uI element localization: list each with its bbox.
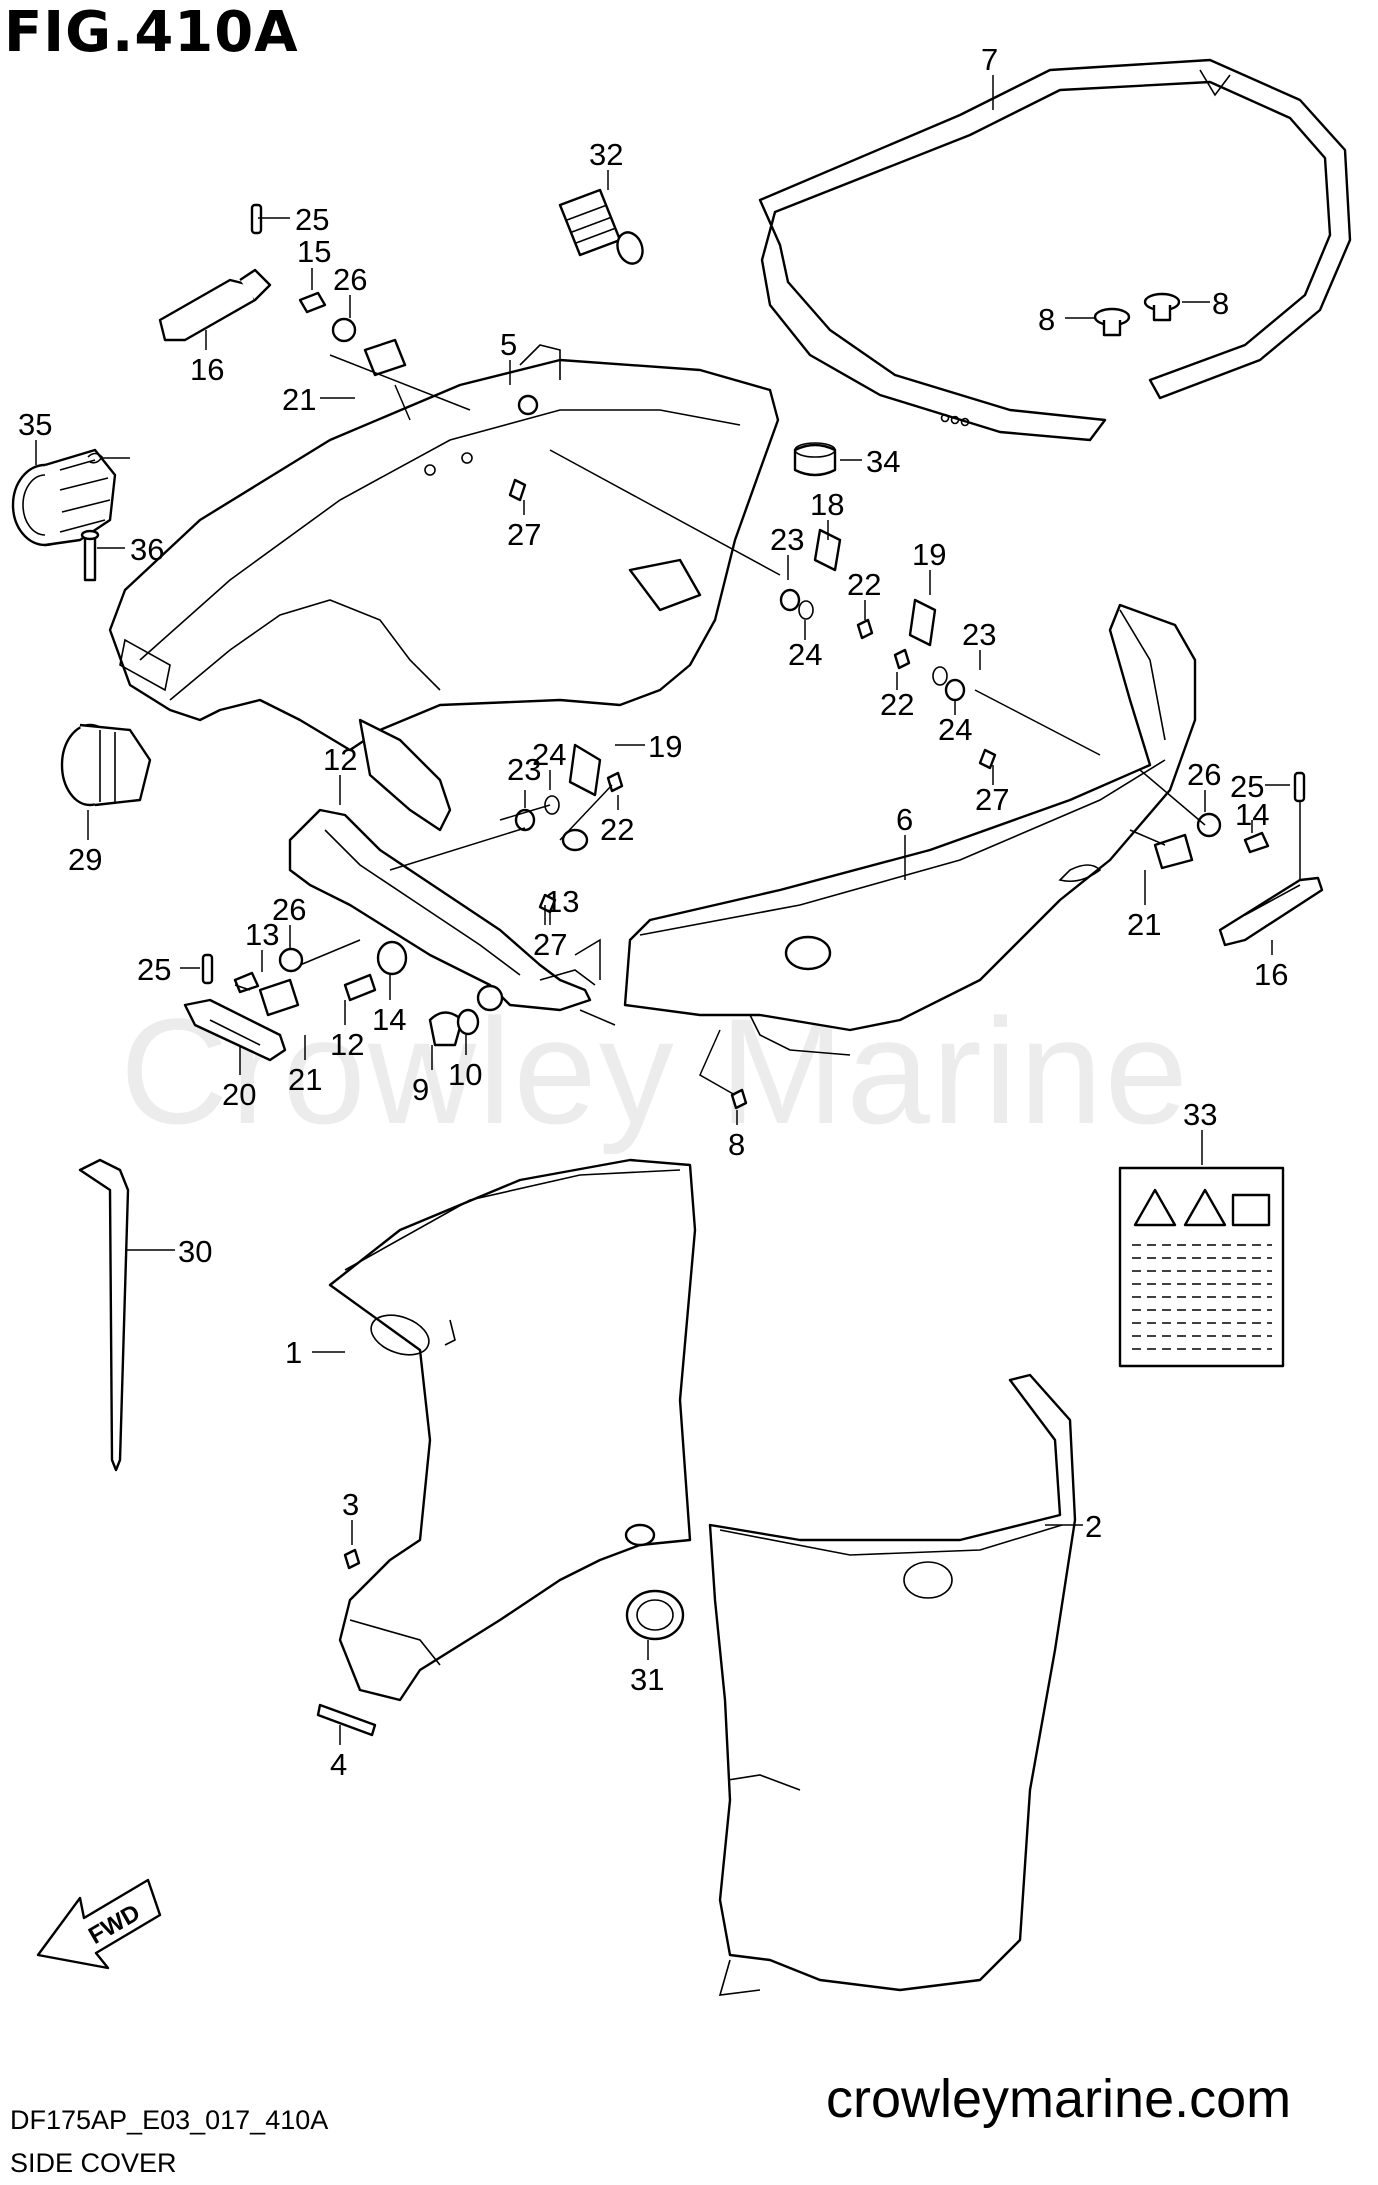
watermark-text: Crowley Marine bbox=[120, 987, 1190, 1155]
callout-24c: 24 bbox=[532, 737, 566, 772]
callout-16b: 14 bbox=[1235, 797, 1269, 832]
callout-35: 36 bbox=[130, 532, 164, 567]
callout-25c: 25 bbox=[137, 952, 171, 987]
lower-front-cover-part bbox=[708, 1373, 1077, 1996]
clip-ring-part bbox=[87, 452, 104, 464]
callout-21c: 21 bbox=[288, 1062, 322, 1097]
callout-7: 7 bbox=[981, 42, 998, 77]
callout-3: 3 bbox=[342, 1487, 359, 1522]
callout-25a: 25 bbox=[295, 202, 329, 237]
callout-29: 30 bbox=[178, 1234, 212, 1269]
callout-19a: 18 bbox=[810, 487, 844, 522]
small-grommet-part bbox=[793, 442, 837, 477]
callout-32: 31 bbox=[630, 1662, 664, 1697]
callout-22a: 22 bbox=[847, 567, 881, 602]
callout-2: 2 bbox=[1085, 1509, 1102, 1544]
callout-27a: 27 bbox=[507, 517, 541, 552]
warning-label-part bbox=[1118, 1166, 1285, 1368]
figure-code: DF175AP_E03_017_410A bbox=[10, 2105, 329, 2135]
handle-17-part bbox=[158, 268, 272, 342]
grommet-part bbox=[558, 188, 644, 265]
callout-25b: 25 bbox=[1230, 769, 1264, 804]
callout-27c: 27 bbox=[533, 927, 567, 962]
callout-8a: 8 bbox=[1038, 302, 1055, 337]
callout-16a: 15 bbox=[297, 234, 331, 269]
callout-22c: 22 bbox=[600, 812, 634, 847]
callout-17: 16 bbox=[190, 352, 224, 387]
callout-23c: 23 bbox=[507, 752, 541, 787]
assembly-lines bbox=[234, 354, 1301, 1096]
callout-12: 12 bbox=[323, 742, 357, 777]
duct-part bbox=[11, 448, 117, 547]
callout-6: 6 bbox=[896, 802, 913, 837]
callout-31: 34 bbox=[866, 444, 900, 479]
callout-1: 1 bbox=[285, 1335, 302, 1370]
callout-group: 7 8 8 32 34 5 27 25 15 26 16 21 35 36 29 bbox=[18, 42, 1290, 1782]
callout-13: 12 bbox=[330, 1027, 364, 1062]
callout-18: 16 bbox=[1254, 957, 1288, 992]
callout-33: 33 bbox=[1183, 1097, 1217, 1132]
front-bracket-part bbox=[288, 808, 596, 1012]
clip-32-part bbox=[625, 1589, 685, 1641]
callout-26c: 26 bbox=[272, 892, 306, 927]
callout-24a: 24 bbox=[788, 637, 822, 672]
callout-23b: 23 bbox=[962, 617, 996, 652]
callout-16c: 13 bbox=[245, 917, 279, 952]
callout-26b: 26 bbox=[1187, 757, 1221, 792]
lower-rear-cover-part bbox=[328, 1158, 697, 1702]
callout-28: 29 bbox=[68, 842, 102, 877]
callout-22b: 22 bbox=[880, 687, 914, 722]
grommet-28-part bbox=[60, 723, 152, 807]
callout-19c: 19 bbox=[648, 729, 682, 764]
figure-title: FIG.410A bbox=[4, 0, 299, 65]
callout-27b: 27 bbox=[975, 782, 1009, 817]
callout-21b: 21 bbox=[1127, 907, 1161, 942]
handle-20-part bbox=[183, 998, 287, 1062]
callout-10: 9 bbox=[412, 1072, 429, 1107]
figure-caption: SIDE COVER bbox=[10, 2148, 177, 2178]
website-text: crowleymarine.com bbox=[826, 2069, 1292, 2129]
upper-front-cover-part bbox=[623, 603, 1197, 1056]
upper-rear-cover-part bbox=[108, 344, 780, 832]
push-clip-part bbox=[1093, 292, 1181, 337]
callout-26a: 26 bbox=[333, 262, 367, 297]
callout-30: 32 bbox=[589, 137, 623, 172]
seal-ring-part bbox=[758, 58, 1352, 442]
callout-19b: 19 bbox=[912, 537, 946, 572]
callout-8b: 8 bbox=[1212, 286, 1229, 321]
callout-21a: 21 bbox=[282, 382, 316, 417]
fwd-arrow-icon: FWD bbox=[36, 1878, 162, 1970]
callout-5: 5 bbox=[500, 327, 517, 362]
callout-34: 35 bbox=[18, 407, 52, 442]
cable-tie-part bbox=[78, 1158, 130, 1472]
pin-part bbox=[80, 529, 100, 582]
callout-20: 20 bbox=[222, 1077, 256, 1112]
callout-23a: 23 bbox=[770, 522, 804, 557]
callout-4: 4 bbox=[330, 1747, 347, 1782]
callout-24b: 24 bbox=[938, 712, 972, 747]
callout-9: 8 bbox=[728, 1127, 745, 1162]
handle-18-part bbox=[1218, 876, 1324, 947]
callout-11: 10 bbox=[448, 1057, 482, 1092]
callout-15: 14 bbox=[372, 1002, 406, 1037]
